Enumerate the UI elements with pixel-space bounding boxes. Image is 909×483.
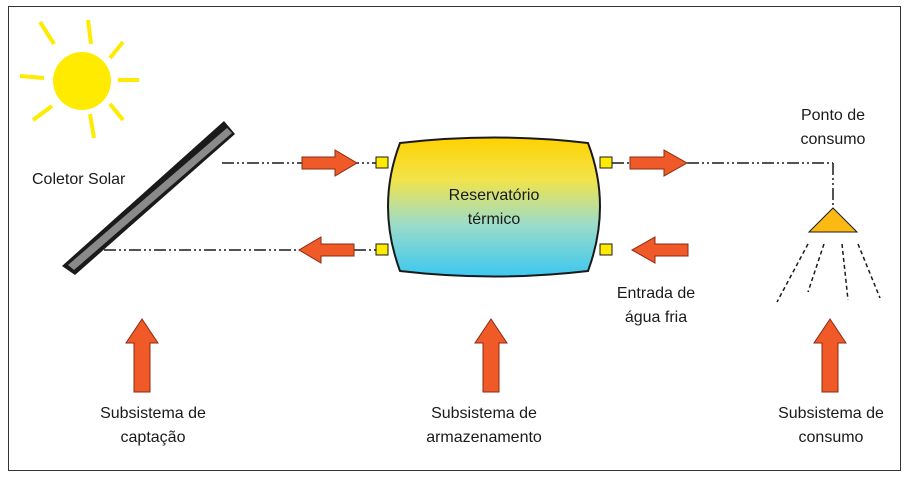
cold-water-label-line1: Entrada de [617, 285, 695, 302]
reservoir-label-line2: térmico [468, 211, 521, 228]
consumption-point-label-line2: consumo [801, 131, 866, 148]
subsystem-storage-label-line2: armazenamento [426, 429, 542, 446]
thermal-reservoir [387, 136, 601, 278]
consumption-point-label-line1: Ponto de [801, 107, 865, 124]
sun-disc [53, 52, 111, 110]
subsystem-storage-label-line1: Subsistema de [431, 405, 537, 422]
collector-label: Coletor Solar [32, 171, 126, 188]
tank-connectors [375, 156, 613, 256]
cold-water-label-line2: água fria [625, 309, 687, 326]
diagram-frame [8, 6, 901, 471]
arrow-up-icon [474, 318, 508, 393]
arrow-up-icon [813, 318, 847, 393]
subsystem-arrows [125, 318, 847, 393]
arrow-right-icon [629, 149, 689, 177]
flow-arrows [298, 149, 689, 264]
arrow-right-icon [301, 149, 358, 177]
water-spray [776, 243, 881, 303]
reservoir-label-line1: Reservatório [449, 187, 540, 204]
solar-collector [62, 121, 235, 275]
subsystem-capture-label-line1: Subsistema de [100, 405, 206, 422]
sun-icon [19, 19, 139, 139]
subsystem-consumption-label-line2: consumo [799, 429, 864, 446]
shower-head-icon [807, 207, 859, 233]
arrow-up-icon [125, 318, 159, 393]
arrow-left-icon [298, 236, 355, 264]
arrow-left-icon [630, 236, 689, 264]
subsystem-consumption-label-line1: Subsistema de [778, 405, 884, 422]
subsystem-capture-label-line2: captação [121, 429, 186, 446]
